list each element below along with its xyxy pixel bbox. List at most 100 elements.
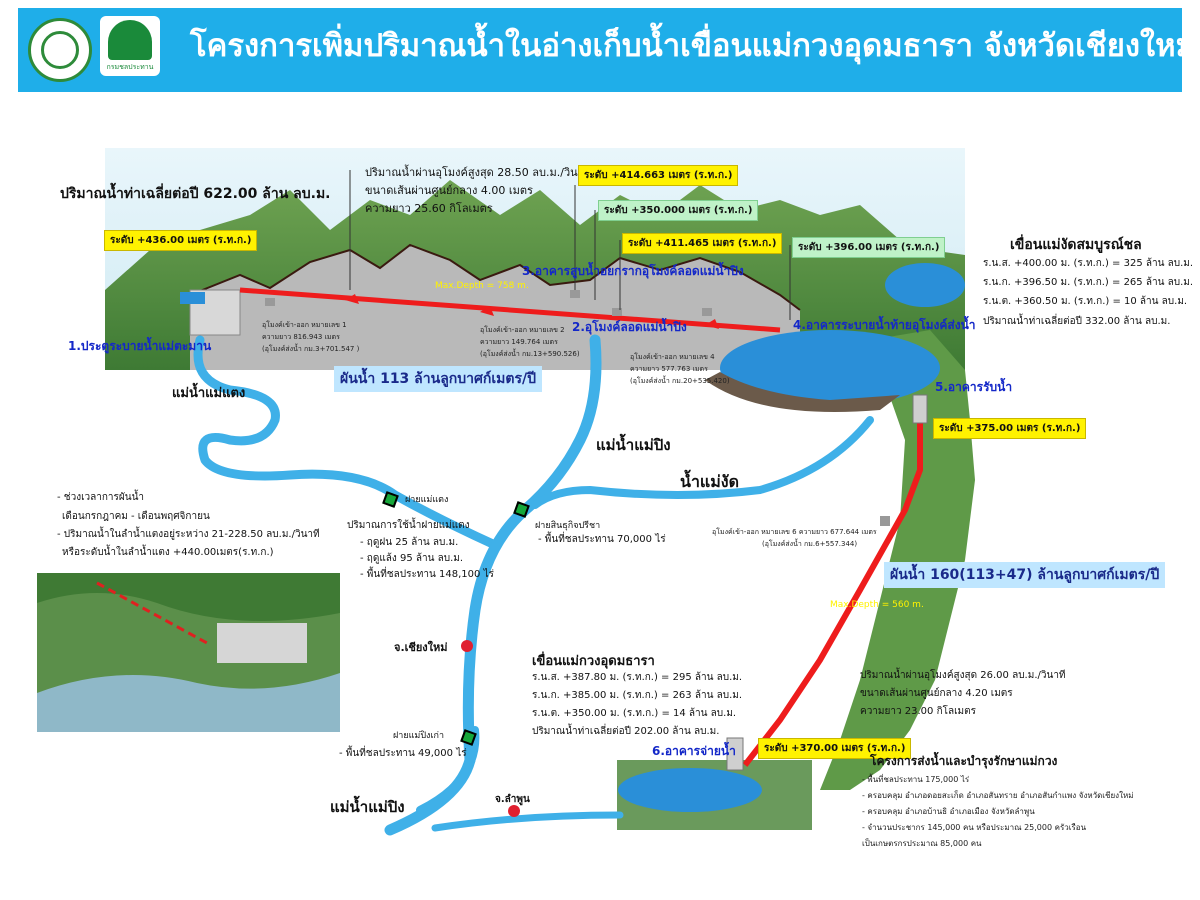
old-ping-weir-name: ฝายแม่ปิงเก่า bbox=[393, 731, 445, 741]
page-title: โครงการเพิ่มปริมาณน้ำในอ่างเก็บน้ำเขื่อน… bbox=[190, 28, 1197, 64]
ngat-dam-line-2: ร.น.ก. +396.50 ม. (ร.ท.ก.) = 265 ล้าน ลบ… bbox=[983, 277, 1194, 288]
schedule-line-1: - ช่วงเวลาการผันน้ำ bbox=[57, 492, 145, 503]
portal-3 bbox=[612, 308, 622, 316]
structure-1-label: 1.ประตูระบายน้ำแม่ตะมาน bbox=[68, 339, 212, 353]
level-414-label: ระดับ +414.663 เมตร (ร.ท.ก.) bbox=[578, 165, 739, 186]
mae-taeng-weir-line-2: - ฤดูฝน 25 ล้าน ลบ.ม. bbox=[360, 537, 459, 548]
tunnel-2-line bbox=[742, 420, 923, 767]
city-chiang-mai-label: จ.เชียงใหม่ bbox=[394, 641, 448, 654]
river-lower-ping-label: แม่น้ำแม่ปิง bbox=[330, 798, 405, 816]
level-436-label: ระดับ +436.00 เมตร (ร.ท.ก.) bbox=[104, 230, 258, 251]
portal-6 bbox=[880, 516, 890, 526]
gate-water bbox=[180, 292, 205, 304]
mae-taeng-gate-structure bbox=[189, 289, 241, 336]
river-mae-ngat bbox=[531, 416, 874, 509]
sinthukit-weir-line-1: - พื้นที่ชลประทาน 70,000 ไร่ bbox=[538, 534, 666, 545]
ngat-dam-line-1: ร.น.ส. +400.00 ม. (ร.ท.ก.) = 325 ล้าน ลบ… bbox=[983, 258, 1194, 269]
kuang-dam-title: เขื่อนแม่กวงอุดมธารา bbox=[532, 654, 655, 669]
level-370-label: ระดับ +370.00 เมตร (ร.ท.ก.) bbox=[758, 738, 912, 759]
tunnel-6-km: (อุโมงค์ส่งน้ำ กม.6+557.344) bbox=[762, 540, 858, 548]
level-411-label: ระดับ +411.465 เมตร (ร.ท.ก.) bbox=[622, 233, 783, 254]
tunnel-arrow-1 bbox=[345, 294, 359, 304]
structure-6-label: 6.อาคารจ่ายน้ำ bbox=[652, 744, 736, 758]
schedule-line-3: - ปริมาณน้ำในลำน้ำแตงอยู่ระหว่าง 21-228.… bbox=[57, 529, 320, 540]
logo-caption: กรมชลประทาน bbox=[106, 63, 154, 71]
tunnel-2-diameter: ขนาดเส้นผ่านศูนย์กลาง 4.20 เมตร bbox=[860, 688, 1013, 699]
tunnel-1-entry: อุโมงค์เข้า-ออก หมายเลข 1 bbox=[262, 321, 347, 329]
ngat-dam-line-3: ร.น.ต. +360.50 ม. (ร.ท.ก.) = 10 ล้าน ลบ.… bbox=[983, 296, 1188, 307]
maintenance-line-2: - ครอบคลุม อำเภอดอยสะเก็ด อำเภอสันทราย อ… bbox=[862, 791, 1134, 800]
maintenance-title: โครงการส่งน้ำและบำรุงรักษาแม่กวง bbox=[870, 754, 1058, 768]
river-mae-ping-label: แม่น้ำแม่ปิง bbox=[596, 436, 671, 454]
photo-river bbox=[37, 673, 340, 732]
portal-1 bbox=[265, 298, 275, 306]
tunnel-2-entry: อุโมงค์เข้า-ออก หมายเลข 2 bbox=[480, 326, 565, 334]
tunnel-4-length: ความยาว 577.763 เมตร bbox=[630, 365, 708, 373]
mae-taeng-weir-line-1: ปริมาณการใช้น้ำฝายแม่แตง bbox=[347, 520, 470, 531]
river-to-kuang bbox=[431, 811, 624, 832]
avg-annual-text: ปริมาณน้ำท่าเฉลี่ยต่อปี 622.00 ล้าน ลบ.ม… bbox=[60, 186, 331, 202]
level-350-label: ระดับ +350.000 เมตร (ร.ท.ก.) bbox=[598, 200, 759, 221]
kuang-reservoir-water bbox=[618, 768, 762, 812]
rid-logo: กรมชลประทาน bbox=[100, 16, 160, 76]
portal-2 bbox=[570, 290, 580, 298]
kuang-dam-line-4: ปริมาณน้ำท่าเฉลี่ยต่อปี 202.00 ล้าน ลบ.ม… bbox=[532, 726, 720, 737]
river-mae-taeng-label: แม่น้ำแม่แตง bbox=[172, 386, 246, 401]
portal-4 bbox=[702, 308, 712, 316]
tunnel-2-length: ความยาว 23.00 กิโลเมตร bbox=[860, 706, 977, 717]
schedule-line-4: หรือระดับน้ำในลำน้ำแตง +440.00เมตร(ร.ท.ก… bbox=[62, 547, 274, 558]
old-ping-weir-line-1: - พื้นที่ชลประทาน 49,000 ไร่ bbox=[339, 748, 467, 759]
max-flow-text: ปริมาณน้ำผ่านอุโมงค์สูงสุด 28.50 ลบ.ม./ว… bbox=[365, 166, 592, 179]
level-375-label: ระดับ +375.00 เมตร (ร.ท.ก.) bbox=[933, 418, 1087, 439]
maintenance-line-4: - จำนวนประชากร 145,000 คน หรือประมาณ 25,… bbox=[862, 823, 1087, 832]
kuang-dam-line-3: ร.น.ต. +350.00 ม. (ร.ท.ก.) = 14 ล้าน ลบ.… bbox=[532, 708, 737, 719]
ministry-seal-logo bbox=[28, 18, 92, 82]
length-text: ความยาว 25.60 กิโลเมตร bbox=[365, 202, 493, 215]
structure-5-label: 5.อาคารรับน้ำ bbox=[935, 380, 1013, 394]
dam-photo-inset bbox=[37, 573, 340, 732]
header-banner bbox=[18, 8, 1182, 92]
outlet-tower bbox=[726, 737, 744, 771]
city-lamphun-label: จ.ลำพูน bbox=[495, 794, 530, 805]
tunnel-1-length: ความยาว 816.943 เมตร bbox=[262, 333, 340, 341]
photo-weir bbox=[217, 623, 307, 663]
reservoir-shore bbox=[705, 372, 900, 412]
tunnel-6-entry: อุโมงค์เข้า-ออก หมายเลข 6 ความยาว 677.64… bbox=[712, 528, 877, 536]
mae-taeng-weir-line-3: - ฤดูแล้ง 95 ล้าน ลบ.ม. bbox=[360, 553, 464, 564]
tunnel-1-line bbox=[239, 287, 781, 333]
tunnel-1-km: (อุโมงค์ส่งน้ำ กม.3+701.547 ) bbox=[262, 345, 360, 353]
mae-taeng-weir-line-4: - พื้นที่ชลประทาน 148,100 ไร่ bbox=[360, 569, 494, 580]
maintenance-line-1: - พื้นที่ชลประทาน 175,000 ไร่ bbox=[862, 775, 970, 784]
structure-4-label: 4.อาคารระบายน้ำท้ายอุโมงค์ส่งน้ำ bbox=[793, 318, 976, 332]
flow-160-label: ผันน้ำ 160(113+47) ล้านลูกบาศก์เมตร/ปี bbox=[884, 562, 1166, 588]
structure-2-label: 2.อุโมงค์ลอดแม่น้ำปิง bbox=[572, 320, 687, 334]
max-depth-2: Max.Depth = 560 m. bbox=[830, 600, 924, 610]
lower-mountain bbox=[820, 330, 975, 790]
level-396-label: ระดับ +396.00 เมตร (ร.ท.ก.) bbox=[792, 237, 946, 258]
sinthukit-weir-name: ฝายสินธุกิจปรีชา bbox=[535, 521, 601, 531]
structure-3-label: 3.อาคารสูบน้ำอยกรากอุโมงค์ลอดแม่น้ำปิง bbox=[522, 264, 744, 278]
city-chiang-mai-marker bbox=[461, 640, 473, 652]
kuang-dam-line-1: ร.น.ส. +387.80 ม. (ร.ท.ก.) = 295 ล้าน ลบ… bbox=[532, 672, 743, 683]
tunnel-2-km: (อุโมงค์ส่งน้ำ กม.13+590.526) bbox=[480, 350, 580, 358]
photo-dashed-line bbox=[96, 581, 208, 645]
maintenance-line-3: - ครอบคลุม อำเภอบ้านธิ อำเภอเมือง จังหวั… bbox=[862, 807, 1035, 816]
city-lamphun-marker bbox=[508, 805, 520, 817]
tunnel-arrow-2 bbox=[480, 306, 494, 316]
ngat-dam-line-4: ปริมาณน้ำท่าเฉลี่ยต่อปี 332.00 ล้าน ลบ.ม… bbox=[983, 316, 1171, 327]
tunnel-4-entry: อุโมงค์เข้า-ออก หมายเลข 4 bbox=[630, 353, 715, 361]
tunnel-2-length: ความยาว 149.764 เมตร bbox=[480, 338, 558, 346]
tunnel-2-max-flow: ปริมาณน้ำผ่านอุโมงค์สูงสุด 26.00 ลบ.ม./ว… bbox=[860, 670, 1066, 681]
river-lower-ping bbox=[416, 726, 480, 814]
intake-tower bbox=[912, 394, 928, 424]
ground-surface-line bbox=[189, 243, 801, 311]
river-mae-ngat-label: น้ำแม่งัด bbox=[680, 472, 739, 491]
mae-taeng-weir-name: ฝายแม่แตง bbox=[405, 495, 449, 505]
tunnel-4-km: (อุโมงค์ส่งน้ำ กม.20+535.420) bbox=[630, 377, 730, 385]
diameter-text: ขนาดเส้นผ่านศูนย์กลาง 4.00 เมตร bbox=[365, 184, 533, 197]
maintenance-line-5: เป็นเกษตรกรประมาณ 85,000 คน bbox=[862, 839, 982, 848]
schedule-line-2: เดือนกรกฎาคม - เดือนพฤศจิกายน bbox=[62, 511, 210, 522]
upper-water bbox=[885, 263, 965, 307]
max-depth-1: Max.Depth = 758 m. bbox=[435, 281, 529, 291]
